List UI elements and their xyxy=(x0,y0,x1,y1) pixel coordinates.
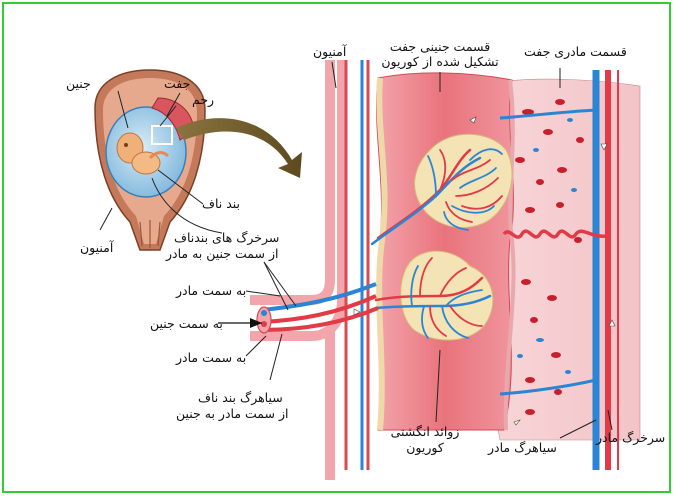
label-fetal-part-2: تشکیل شده از کوریون xyxy=(372,54,508,69)
label-umbilical-arteries-2: از سمت جنین به مادر xyxy=(166,246,278,261)
label-maternal-part: قسمت مادری جفت xyxy=(524,44,627,59)
label-chorionic-villi-1: زوائد انگشتی xyxy=(380,424,470,439)
label-to-mother-1: به سمت مادر xyxy=(176,283,246,298)
label-to-mother-2: به سمت مادر xyxy=(176,350,246,365)
label-maternal-vein: سیاهرگ مادر xyxy=(488,440,557,455)
label-umbilical-arteries-1: سرخرگ های بندناف xyxy=(174,230,279,245)
label-amnion-top: آمنیون xyxy=(313,44,346,59)
label-chorionic-villi-2: کوریون xyxy=(380,440,470,455)
label-placenta: جفت xyxy=(164,76,190,91)
umbilical-cord-stub xyxy=(257,284,378,333)
placenta-section xyxy=(250,60,640,480)
label-to-fetus: به سمت جنین xyxy=(150,316,223,331)
label-uterus: رحم xyxy=(192,92,214,107)
label-fetal-part-1: قسمت جنینی جفت xyxy=(372,39,508,54)
label-fetus: جنین xyxy=(66,76,91,91)
label-umbilical-cord: بند ناف xyxy=(202,196,240,211)
label-umbilical-vein-1: سیاهرگ بند ناف xyxy=(198,390,283,405)
label-amnion-left: آمنیون xyxy=(80,240,113,255)
label-maternal-artery: سرخرگ مادر xyxy=(596,430,665,445)
label-umbilical-vein-2: از سمت مادر به جنین xyxy=(176,406,288,421)
